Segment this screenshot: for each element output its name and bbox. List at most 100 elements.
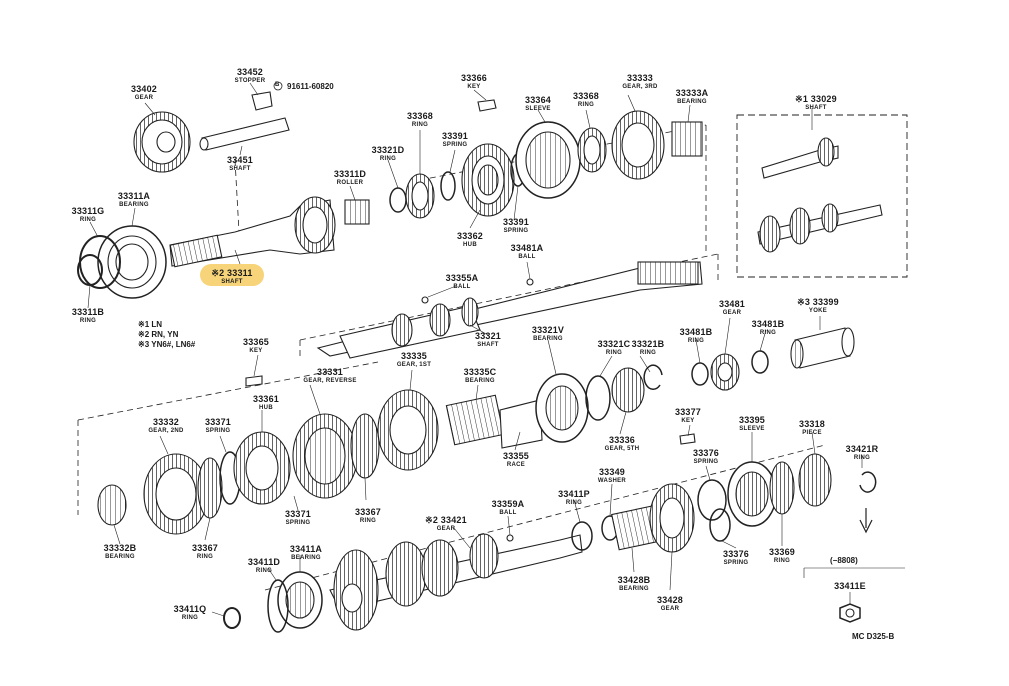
bearing-33311a [97, 225, 167, 299]
roller-33311d [344, 199, 370, 225]
ring-33411p [571, 521, 593, 551]
key-33366 [477, 99, 497, 112]
ring-33367b [350, 413, 380, 479]
shaft-33451 [199, 117, 290, 151]
countershaft-33421 [329, 533, 583, 631]
stopper-33452 [251, 91, 273, 111]
highlight-marker [200, 264, 264, 286]
gear-33402 [133, 111, 191, 173]
gear-33336 [611, 367, 645, 413]
ref-mark-icon [273, 81, 283, 91]
range-note: (−8808) [830, 556, 858, 565]
ring-33369 [769, 461, 795, 515]
spring-33376b [709, 508, 731, 542]
ring-33421r [859, 471, 877, 493]
output-shaft-33321 [316, 261, 703, 359]
ref-bolt-mark: B [275, 82, 280, 88]
bearing-33332b [97, 484, 127, 526]
input-shaft-33311 [169, 196, 336, 268]
ball-33481a [526, 278, 534, 286]
legend-line-2: ※2 RN, YN [138, 330, 179, 339]
bearing-33335c [445, 394, 505, 446]
arrow-down-icon [859, 508, 873, 534]
ring-33481b-b [751, 350, 769, 374]
legend-line-1: ※1 LN [138, 320, 163, 329]
ball-33355a [421, 296, 429, 304]
race-33355 [499, 399, 543, 449]
leader-lines [87, 82, 905, 617]
bearing-33333a [671, 121, 703, 157]
ref-bolt-number: 91611-60820 [287, 82, 334, 91]
ring-33367a [197, 457, 223, 519]
ring-33411d [267, 579, 289, 633]
inset-shaft-lower [757, 203, 883, 253]
label-33411e: 33411E [834, 581, 866, 591]
inset-shaft-upper [761, 137, 839, 179]
spring-33391a [440, 171, 456, 201]
ball-33359a [506, 534, 514, 542]
ring-33321b [643, 364, 663, 390]
figure-code: MC D325-B [852, 632, 895, 641]
ring-33321d [389, 187, 407, 213]
ring-33411q [223, 607, 241, 629]
key-33365 [245, 375, 263, 387]
key-33377 [679, 433, 696, 445]
ring-33321c [585, 375, 611, 421]
